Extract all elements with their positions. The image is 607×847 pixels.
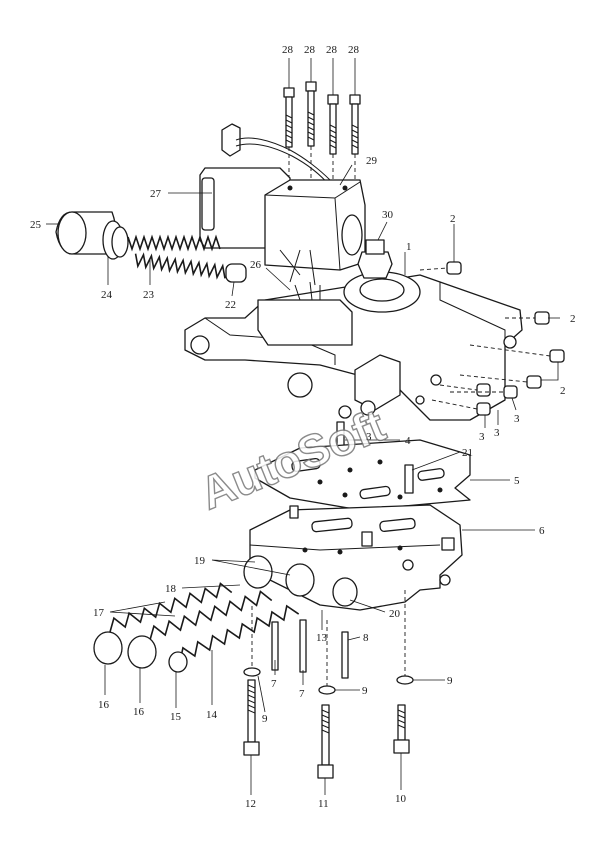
label-2-right: 2 [570, 313, 576, 325]
label-7-b: 7 [299, 688, 305, 700]
label-7-a: 7 [271, 678, 277, 690]
separator-plate [254, 439, 471, 511]
label-9-b: 9 [362, 685, 368, 697]
label-9-c: 9 [447, 675, 453, 687]
label-28-d: 28 [348, 44, 360, 56]
main-housing [184, 239, 523, 421]
label-24: 24 [101, 289, 113, 301]
label-30: 30 [382, 209, 394, 221]
nut-3-c [476, 402, 491, 416]
bolt-11 [317, 685, 336, 779]
label-28-a: 28 [282, 44, 294, 56]
bolt-12 [243, 667, 261, 756]
label-17: 17 [93, 607, 105, 619]
label-15: 15 [170, 711, 182, 723]
screw-28-a [283, 87, 295, 148]
label-21: 21 [462, 447, 473, 459]
screw-28-b [305, 81, 317, 147]
label-3-a: 3 [479, 431, 485, 443]
label-16-b: 16 [133, 706, 145, 718]
label-9-a: 9 [262, 713, 268, 725]
label-3-left: 3 [366, 431, 372, 443]
actuator-cylinder [55, 211, 247, 283]
label-27: 27 [150, 188, 162, 200]
label-28-b: 28 [304, 44, 316, 56]
label-12: 12 [245, 798, 256, 810]
screw-28-c [327, 94, 339, 155]
solenoid-assembly [199, 123, 366, 286]
nuts [419, 261, 565, 416]
leader-lines [46, 164, 560, 795]
label-2-lower: 2 [560, 385, 566, 397]
screw-28-d [349, 94, 361, 155]
label-16-a: 16 [98, 699, 110, 711]
label-2-top: 2 [450, 213, 456, 225]
nut-3-b [503, 385, 518, 399]
label-5: 5 [514, 475, 520, 487]
nut-2-c [549, 349, 565, 363]
bolts-bottom [243, 590, 414, 779]
label-6: 6 [539, 525, 545, 537]
label-13: 13 [316, 632, 328, 644]
label-3-b: 3 [494, 427, 500, 439]
part-labels: 28 28 28 28 29 27 25 30 2 1 2 2 26 24 23… [30, 44, 576, 810]
label-14: 14 [206, 709, 218, 721]
label-25: 25 [30, 219, 42, 231]
label-1: 1 [406, 241, 412, 253]
label-23: 23 [143, 289, 155, 301]
valve-spools [93, 555, 358, 679]
label-10: 10 [395, 793, 407, 805]
label-3-c: 3 [514, 413, 520, 425]
label-20: 20 [389, 608, 401, 620]
label-19: 19 [194, 555, 206, 567]
nut-3-a [476, 383, 491, 397]
nut-2-top [446, 261, 462, 275]
label-29: 29 [366, 155, 378, 167]
label-18: 18 [165, 583, 177, 595]
label-22: 22 [225, 299, 236, 311]
label-11: 11 [318, 798, 329, 810]
label-8: 8 [363, 632, 369, 644]
screws-28 [283, 58, 361, 192]
nut-2-d [526, 375, 542, 389]
label-4: 4 [405, 435, 411, 447]
label-26: 26 [250, 259, 262, 271]
label-28-c: 28 [326, 44, 338, 56]
bolt-10 [393, 675, 414, 754]
nut-2-right [534, 311, 550, 325]
